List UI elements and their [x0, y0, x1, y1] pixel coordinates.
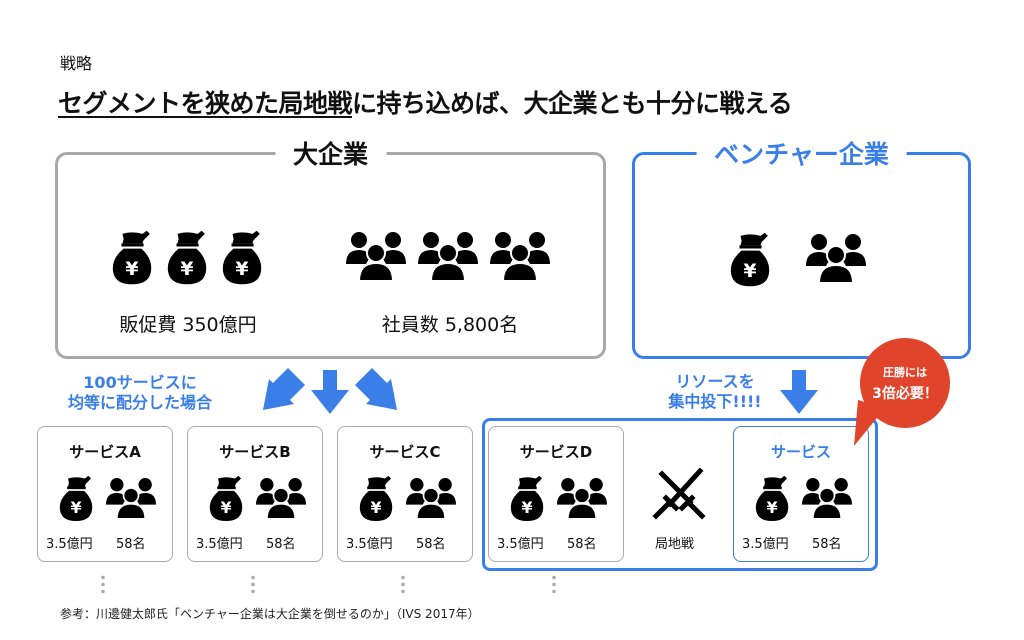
venture-service-card: サービス 3.5億円 58名 [733, 426, 869, 562]
people-icon [557, 477, 607, 519]
arrow-down-icon [311, 370, 349, 414]
left-note: 100サービスに 均等に配分した場合 [60, 373, 220, 413]
money-bag-icon [208, 475, 244, 521]
card-money: 3.5億円 [742, 537, 789, 552]
card-title: サービスB [219, 443, 291, 461]
card-title: サービス [770, 443, 831, 461]
title-underlined: セグメントを狭めた局地戦 [58, 89, 353, 118]
ellipsis-dots [251, 574, 255, 594]
people-icon [256, 477, 306, 519]
card-people: 58名 [567, 537, 597, 552]
ellipsis-dots [552, 574, 556, 594]
people-icon [418, 231, 478, 281]
title-rest: に持ち込めば、大企業とも十分に戦える [352, 89, 793, 118]
money-bag-icon [358, 475, 394, 521]
right-note: リソースを 集中投下!!!! [650, 372, 780, 412]
left-note-line2: 均等に配分した場合 [67, 393, 212, 412]
right-note-line1: リソースを [675, 372, 755, 391]
money-bag-icon [729, 231, 771, 287]
people-icon [106, 477, 156, 519]
employee-count: 社員数 5,800名 [381, 314, 519, 336]
large-company-box: 大企業 販促費 350億円 社員数 5,800名 [55, 135, 606, 359]
ellipsis-dots [401, 574, 405, 594]
distribution-arrows [263, 368, 397, 414]
card-people: 58名 [416, 537, 446, 552]
card-title: サービスA [69, 443, 141, 461]
service-card-a: サービスA 3.5億円 58名 [37, 426, 173, 562]
card-money: 3.5億円 [497, 537, 544, 552]
card-money: 3.5億円 [346, 537, 393, 552]
left-note-line1: 100サービスに [83, 373, 197, 392]
source-footnote: 参考：川邊健太郎氏「ベンチャー企業は大企業を倒せるのか」（IVS 2017年） [60, 607, 480, 621]
service-card-c: サービスC 3.5億円 58名 [337, 426, 473, 562]
money-bag-icon [221, 229, 263, 285]
page-title: セグメントを狭めた局地戦に持ち込めば、大企業とも十分に戦える [58, 84, 793, 120]
card-title: サービスD [519, 443, 593, 461]
card-money: 3.5億円 [46, 537, 93, 552]
arrow-down-right-icon [355, 368, 397, 410]
people-icon [346, 231, 406, 281]
focused-battle-box [482, 418, 878, 571]
venture-label: ベンチャー企業 [696, 135, 907, 171]
card-people: 58名 [116, 537, 146, 552]
money-bag-icon [509, 475, 545, 521]
card-people: 58名 [812, 537, 842, 552]
battle-label: 局地戦 [655, 537, 695, 552]
money-bag-icon [754, 475, 790, 521]
card-title: サービスC [369, 443, 441, 461]
people-icon [490, 231, 550, 281]
service-card-b: サービスB 3.5億円 58名 [187, 426, 323, 562]
card-money: 3.5億円 [196, 537, 243, 552]
people-icon [406, 477, 456, 519]
arrow-down-left-icon [263, 368, 305, 410]
ellipsis-dots [101, 574, 105, 594]
money-bag-icon [58, 475, 94, 521]
speech-bubble: 圧勝には 3倍必要！ [860, 338, 950, 428]
section-kicker: 戦略 [60, 54, 93, 73]
bubble-line2: 3倍必要！ [872, 385, 938, 402]
card-people: 58名 [266, 537, 296, 552]
bubble-line1: 圧勝には [883, 365, 927, 379]
people-icon [806, 233, 866, 283]
money-bag-icon [111, 229, 153, 285]
large-company-label: 大企業 [274, 135, 387, 171]
money-bag-icon [166, 229, 208, 285]
promo-budget: 販促費 350億円 [119, 314, 257, 336]
people-icon [802, 477, 852, 519]
venture-box: ベンチャー企業 [632, 135, 971, 359]
crossed-swords-icon [652, 468, 706, 520]
service-card-d: サービスD 3.5億円 58名 [488, 426, 624, 562]
arrow-down-icon [780, 370, 818, 414]
right-note-line2: 集中投下!!!! [668, 392, 762, 411]
